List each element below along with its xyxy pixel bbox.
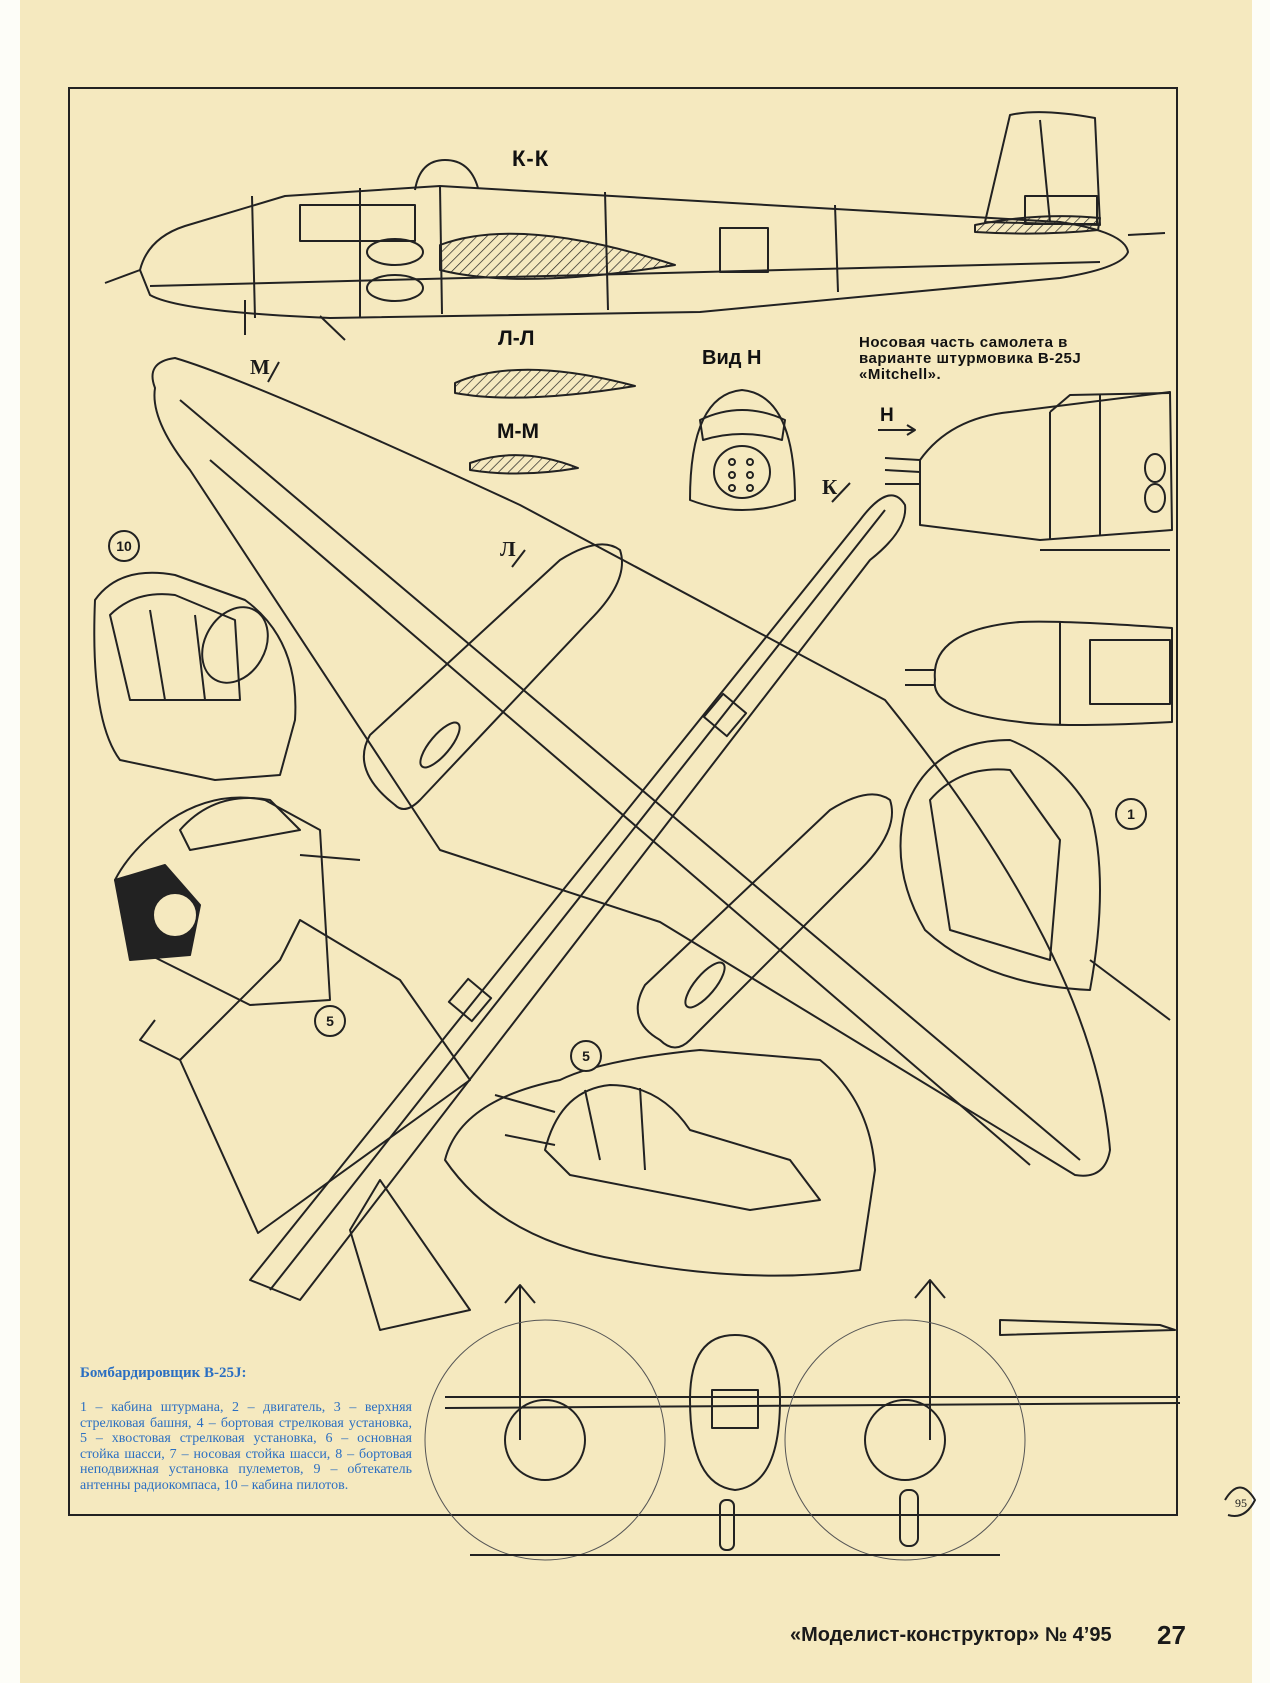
front-view <box>424 1279 1181 1561</box>
legend-title: Бомбардировщик B-25J: <box>80 1365 247 1381</box>
magazine-footer: «Моделист-конструктор» № 4’95 <box>790 1624 1112 1646</box>
turret-detail-5-center <box>444 1049 876 1277</box>
section-mm-label: М-М <box>497 420 539 443</box>
view-h-label: Вид Н <box>702 347 762 369</box>
callout-10: 10 <box>108 530 140 562</box>
artist-signature: 95 <box>1235 1496 1247 1510</box>
drawing-frame <box>68 87 1178 1516</box>
attack-nose-plan <box>905 620 1173 726</box>
page-number: 27 <box>1157 1620 1186 1650</box>
callout-1: 1 <box>1115 798 1147 830</box>
section-kk-label: К-К <box>512 146 550 171</box>
page-right-margin <box>1252 0 1270 1683</box>
cockpit-detail-10 <box>93 571 297 781</box>
view-h-nose-front <box>689 389 796 511</box>
cut-mark-l: Л <box>500 537 516 561</box>
callout-5-left: 5 <box>314 1005 346 1037</box>
legend-body: 1 – кабина штурмана, 2 – двигатель, 3 – … <box>80 1400 412 1493</box>
cut-mark-k: К <box>822 475 838 499</box>
callout-5-center: 5 <box>570 1040 602 1072</box>
page-left-margin <box>0 0 20 1683</box>
nose-detail-1 <box>899 739 1171 1021</box>
attack-nose-caption: Носовая часть самолета в варианте штурмо… <box>859 334 1082 383</box>
section-ll-profile <box>454 368 636 399</box>
section-mm-profile <box>469 454 579 475</box>
turret-detail-5-left <box>114 796 361 1006</box>
attack-nose-side <box>884 391 1173 551</box>
plan-view <box>139 357 1111 1331</box>
view-h-arrow-label: Н <box>880 405 894 426</box>
cut-mark-m: М <box>250 355 270 379</box>
side-view <box>104 111 1166 341</box>
section-ll-label: Л-Л <box>498 327 535 350</box>
